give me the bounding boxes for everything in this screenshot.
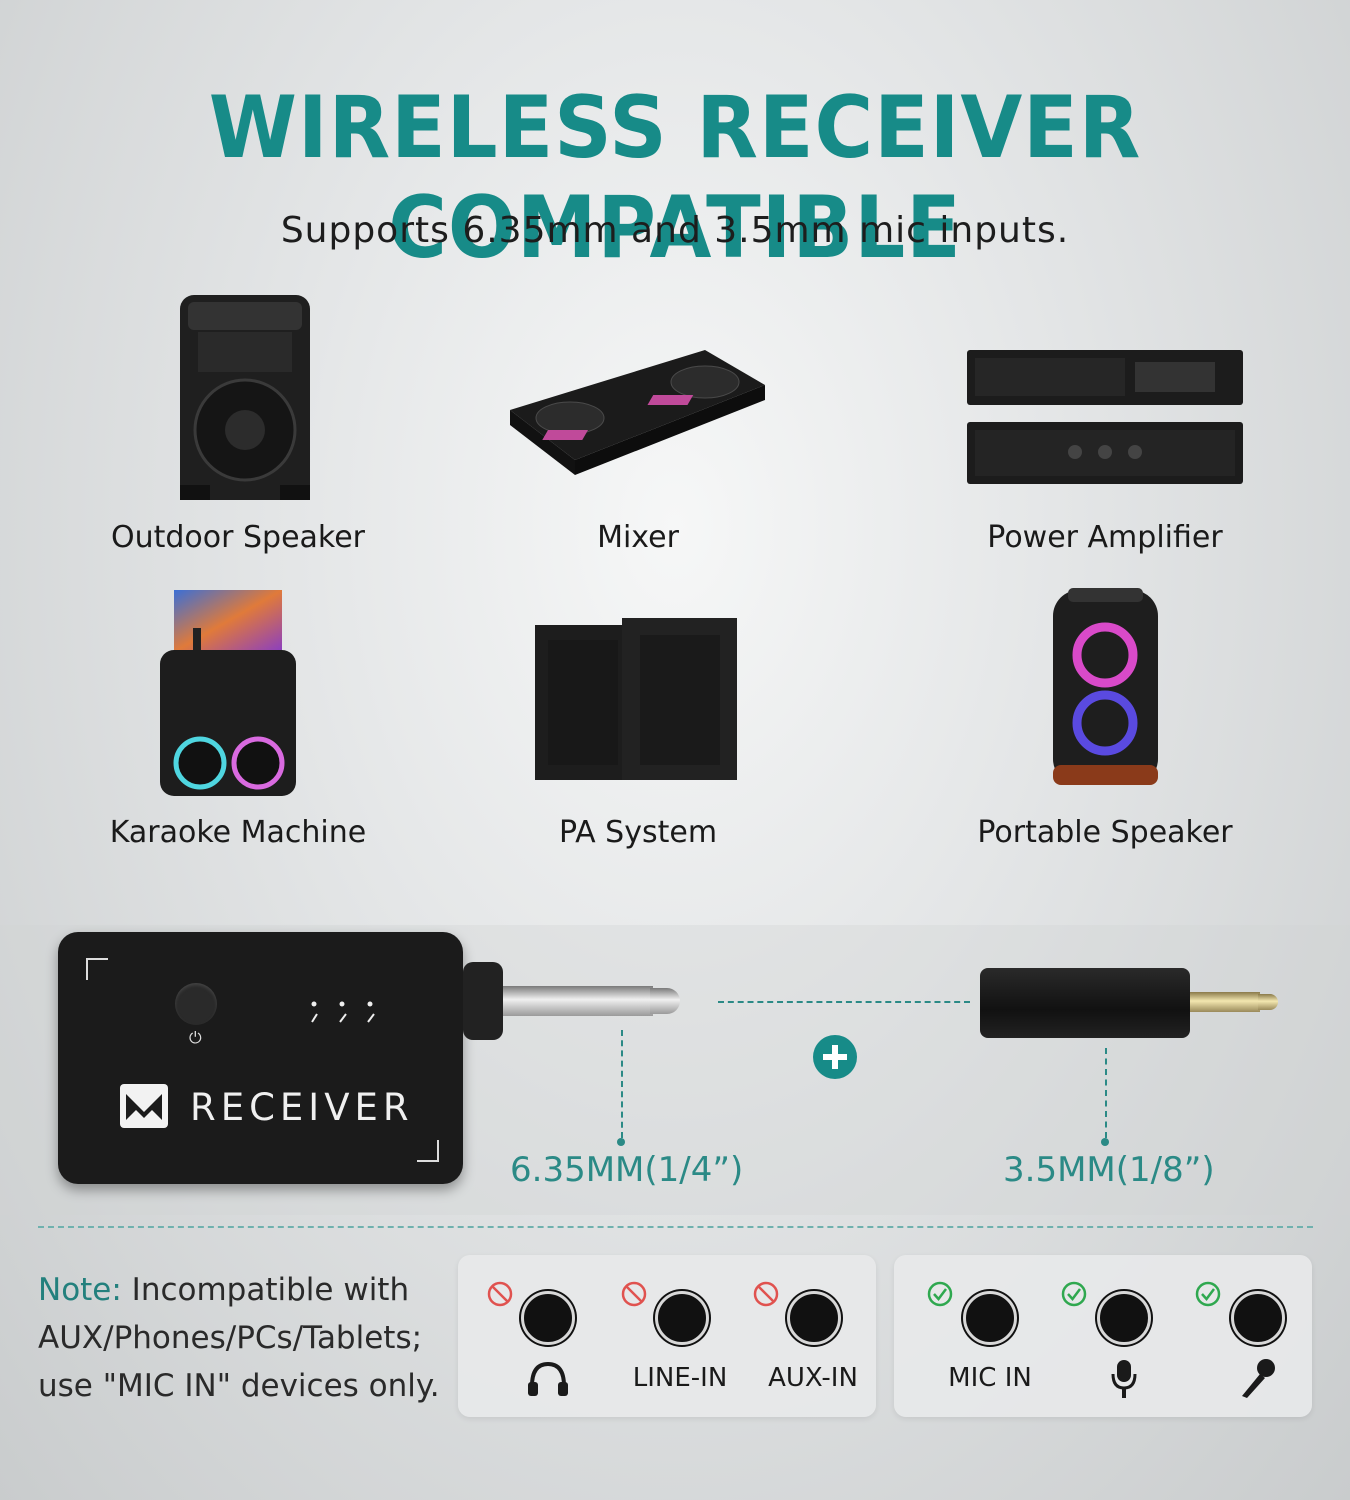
note-line-2: AUX/Phones/PCs/Tablets;: [38, 1320, 423, 1356]
forbidden-icon: [753, 1281, 779, 1307]
device-label-pa-system: PA System: [558, 815, 718, 850]
device-label-karaoke-machine: Karaoke Machine: [109, 815, 367, 850]
connector-line: [1105, 1048, 1107, 1138]
connector-dot: [617, 1138, 625, 1146]
note-prefix: Note:: [38, 1272, 122, 1308]
portable-speaker-icon: [1053, 588, 1158, 785]
plug-collar: [463, 962, 503, 1040]
audio-jack-port: [787, 1291, 841, 1345]
handheld-mic-icon: [1242, 1359, 1275, 1398]
brand-logo-icon: [120, 1084, 168, 1128]
connector-line: [718, 1001, 970, 1003]
adapter-size-label: 3.5MM(1/8”): [1003, 1150, 1215, 1190]
device-label-outdoor-speaker: Outdoor Speaker: [110, 520, 366, 555]
corner-mark: [86, 958, 108, 980]
port-label-mic-in: MIC IN: [948, 1363, 1032, 1393]
microphone-stand-icon: [1111, 1360, 1137, 1398]
note-line-1: Incompatible with: [121, 1272, 410, 1308]
receiver-device: [58, 932, 463, 1184]
page-title: WIRELESS RECEIVER COMPATIBLE: [208, 78, 1142, 278]
adapter-3-5mm: [980, 968, 1190, 1038]
check-icon: [927, 1281, 953, 1307]
receiver-brand-text: RECEIVER: [190, 1086, 414, 1129]
adapter-plug-tip: [1258, 994, 1278, 1010]
power-button[interactable]: [175, 983, 217, 1025]
indicator-leds: [309, 1000, 379, 1024]
port-label-aux-in: AUX-IN: [768, 1363, 858, 1393]
connector-dot: [1101, 1138, 1109, 1146]
audio-jack-port: [655, 1291, 709, 1345]
dj-mixer-icon: [510, 350, 765, 475]
connector-line: [621, 1030, 623, 1138]
port-label-line-in: LINE-IN: [632, 1363, 728, 1393]
plug-size-label: 6.35MM(1/4”): [510, 1150, 744, 1190]
corner-mark: [417, 1140, 439, 1162]
audio-jack-port: [521, 1291, 575, 1345]
plug-tip: [650, 988, 680, 1014]
plug-6-35mm: [503, 986, 653, 1016]
forbidden-icon: [487, 1281, 513, 1307]
audio-jack-port: [1231, 1291, 1285, 1345]
page-subtitle: Supports 6.35mm and 3.5mm mic inputs.: [280, 210, 1070, 251]
device-label-mixer: Mixer: [597, 520, 679, 555]
audio-jack-port: [963, 1291, 1017, 1345]
device-label-portable-speaker: Portable Speaker: [977, 815, 1233, 850]
karaoke-machine-icon: [160, 590, 296, 796]
plus-icon: [813, 1035, 857, 1079]
adapter-plug: [1190, 992, 1260, 1012]
power-amplifier-icon: [967, 350, 1243, 484]
power-icon: ⏻: [189, 1028, 202, 1047]
section-divider: [38, 1226, 1313, 1228]
forbidden-icon: [621, 1281, 647, 1307]
device-label-power-amplifier: Power Amplifier: [987, 520, 1223, 555]
note-line-3: use "MIC IN" devices only.: [38, 1368, 440, 1404]
check-icon: [1195, 1281, 1221, 1307]
audio-jack-port: [1097, 1291, 1151, 1345]
check-icon: [1061, 1281, 1087, 1307]
outdoor-speaker-icon: [180, 295, 310, 500]
compatibility-note: Note: Incompatible with AUX/Phones/PCs/T…: [38, 1266, 448, 1410]
headphones-icon: [528, 1361, 568, 1396]
pa-speakers-icon: [535, 618, 737, 780]
